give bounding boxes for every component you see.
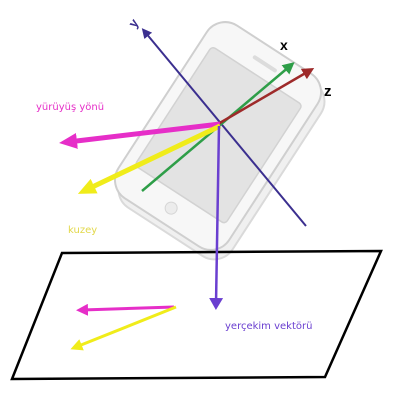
walking-direction-label: yürüyüş yönü <box>36 102 104 113</box>
ground-plane <box>10 249 383 381</box>
projected-walking-arrow <box>76 303 175 316</box>
axis-y-label: y <box>125 15 142 30</box>
axis-x-label: x <box>280 37 288 53</box>
axis-z-line <box>217 67 315 126</box>
gravity-vector-arrow <box>209 125 224 310</box>
phone-home-button <box>164 201 178 215</box>
phone-speaker <box>252 55 277 73</box>
axis-y-line <box>141 28 307 227</box>
axis-z-label: z <box>324 83 332 100</box>
gravity-vector-label: yerçekim vektörü <box>225 321 312 332</box>
projected-north-arrow <box>70 305 177 351</box>
north-label: kuzey <box>68 225 97 236</box>
walking-direction-arrow <box>59 121 221 149</box>
north-arrow <box>77 123 222 194</box>
